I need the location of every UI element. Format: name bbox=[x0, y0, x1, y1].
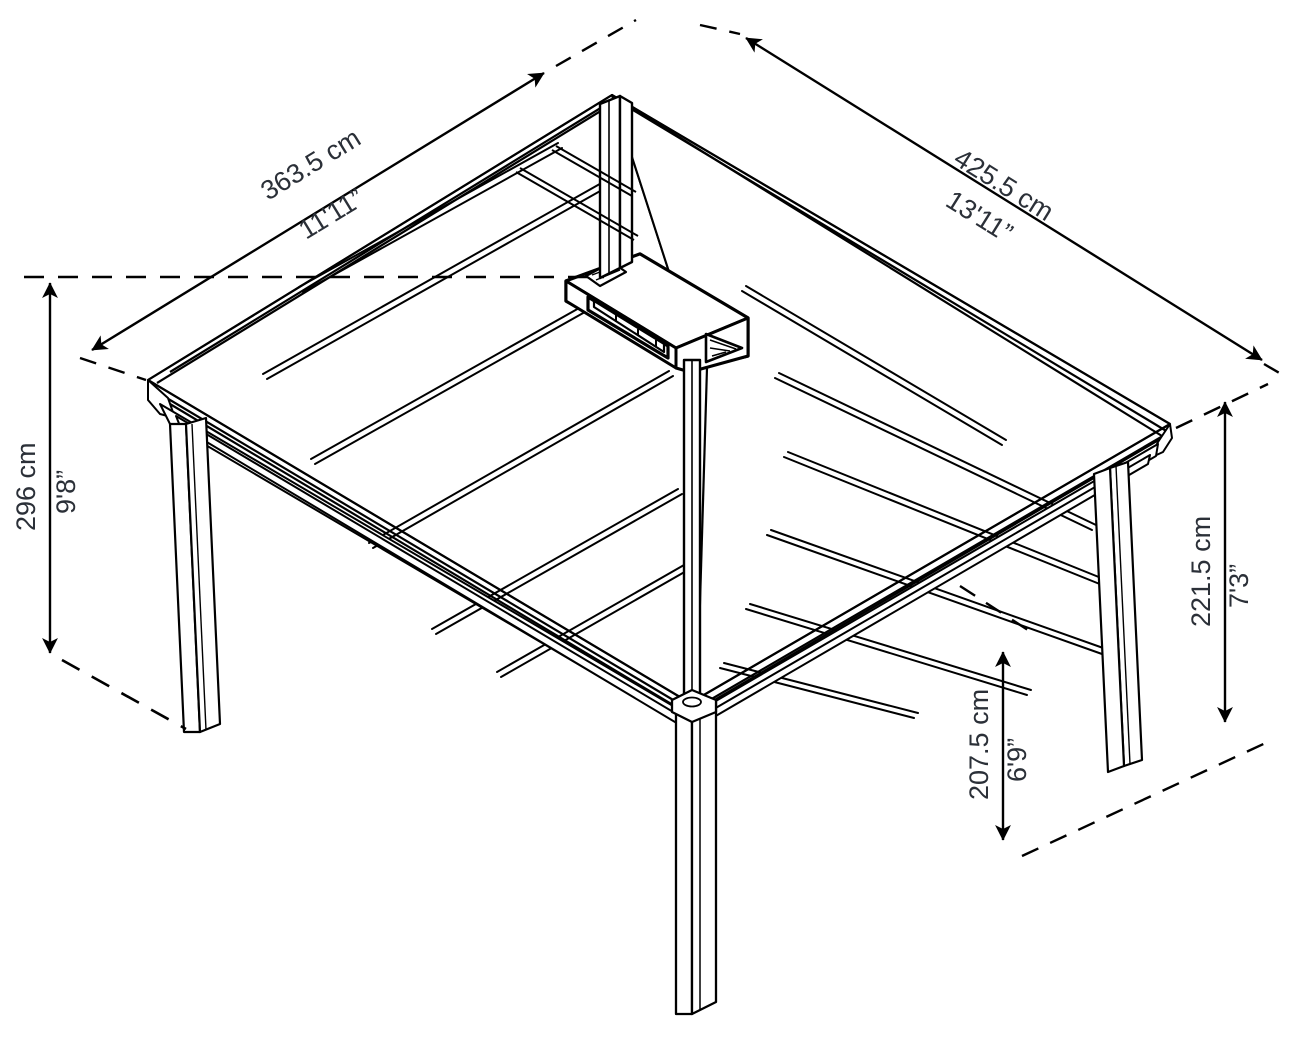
roof-center-column-lower bbox=[682, 358, 702, 706]
eave-left-front bbox=[147, 379, 691, 715]
post-left[interactable] bbox=[168, 416, 222, 734]
dim-line-roof-right-span bbox=[699, 23, 1289, 380]
dim-line-roof-left-span bbox=[79, 18, 637, 382]
dim-line-clearance-height bbox=[959, 584, 1035, 841]
label-overall-height-metric: 296 cm bbox=[11, 442, 41, 531]
post-front[interactable] bbox=[670, 688, 718, 1016]
post-right[interactable] bbox=[1092, 460, 1144, 774]
label-eave-height-metric: 221.5 cm bbox=[1186, 516, 1216, 627]
label-clearance-height-imperial: 6'9” bbox=[1002, 738, 1032, 782]
dimension-annotations bbox=[24, 18, 1289, 858]
roof-panel-seams-right bbox=[719, 285, 1132, 719]
label-roof-left-span-imperial: 11'11” bbox=[293, 183, 369, 245]
reference-line-base-left bbox=[61, 658, 187, 731]
eave-right-front bbox=[688, 423, 1171, 716]
label-clearance-height-metric: 207.5 cm bbox=[964, 689, 994, 800]
label-eave-height-imperial: 7'3” bbox=[1224, 564, 1254, 608]
label-overall-height-imperial: 9'8” bbox=[51, 470, 81, 514]
dim-line-eave-height bbox=[1021, 382, 1273, 858]
roof-center-mast bbox=[598, 94, 634, 280]
